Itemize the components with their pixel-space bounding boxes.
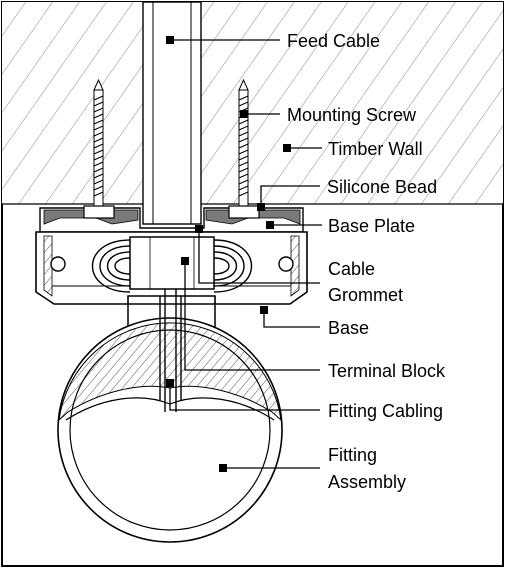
marker-mounting-screw [240, 110, 248, 118]
marker-terminal-block [181, 257, 189, 265]
label-fitting-assembly-line1: Fitting [328, 445, 377, 465]
leader-base [263, 310, 320, 328]
leader-silicone-bead [260, 185, 320, 207]
marker-fitting-cabling [166, 379, 174, 387]
cable-grommet [92, 239, 252, 293]
marker-base [260, 306, 268, 314]
marker-feed-cable [166, 36, 174, 44]
label-silicone-bead: Silicone Bead [327, 177, 437, 197]
label-timber-wall: Timber Wall [328, 139, 423, 159]
label-mounting-screw: Mounting Screw [287, 105, 417, 125]
fitting-cabling [159, 289, 182, 412]
label-fitting-cabling: Fitting Cabling [328, 401, 443, 421]
timber-wall [2, 2, 503, 205]
label-fitting-assembly-line2: Assembly [328, 472, 406, 492]
leader-terminal-block [184, 261, 320, 371]
label-cable-grommet-line1: Cable [328, 259, 375, 279]
mounting-screw-left [83, 78, 115, 219]
marker-silicone-bead [257, 203, 265, 211]
label-base: Base [328, 318, 369, 338]
label-cable-grommet-line2: Grommet [328, 285, 403, 305]
feed-cable [142, 2, 202, 225]
label-base-plate: Base Plate [328, 216, 415, 236]
label-terminal-block: Terminal Block [328, 361, 446, 381]
leader-cable-grommet [198, 229, 320, 284]
fitting-assembly [57, 317, 283, 543]
marker-base-plate [266, 221, 274, 229]
label-feed-cable: Feed Cable [287, 31, 380, 51]
labels: Feed Cable Mounting Screw Timber Wall Si… [287, 31, 446, 492]
marker-timber-wall [283, 144, 291, 152]
leader-lines [166, 36, 322, 472]
marker-fitting-assembly [219, 464, 227, 472]
marker-cable-grommet [195, 225, 203, 233]
leader-fitting-cabling [169, 383, 320, 411]
terminal-block [129, 236, 215, 290]
